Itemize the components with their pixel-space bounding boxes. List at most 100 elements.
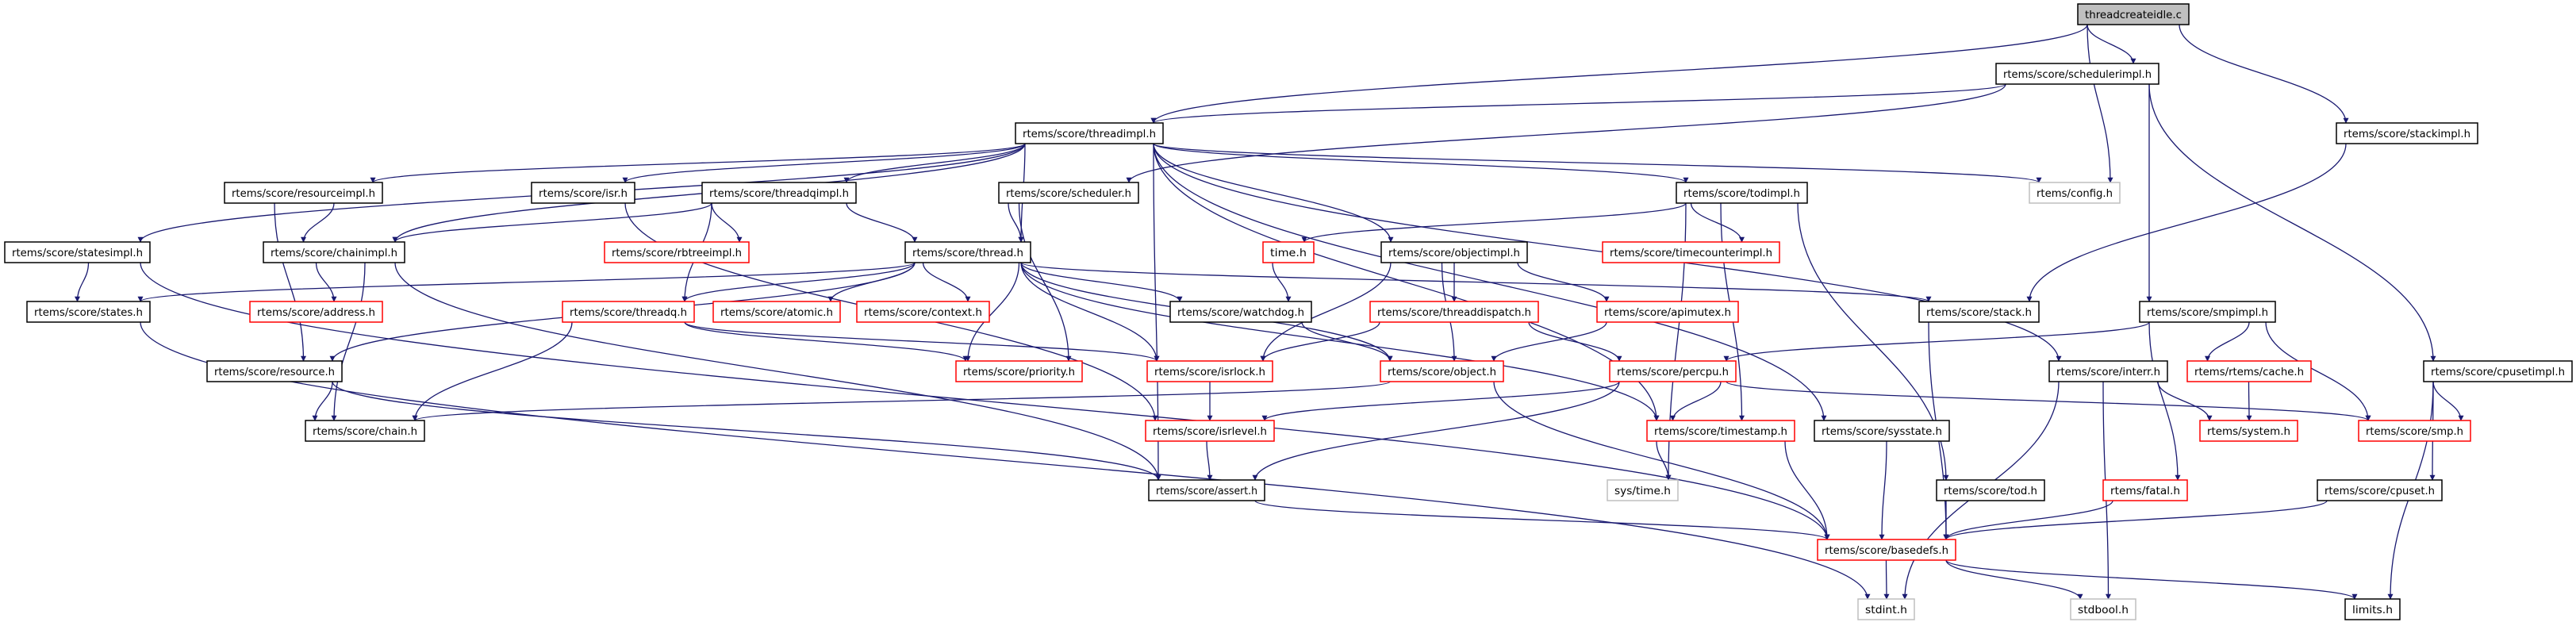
edge-threadqimpl-to-chainimpl: [392, 202, 712, 243]
node-box: [1262, 241, 1315, 263]
node-context[interactable]: rtems/score/context.h: [856, 301, 990, 323]
node-isrlevel[interactable]: rtems/score/isrlevel.h: [1145, 420, 1275, 442]
node-label: rtems/score/apimutex.h: [1604, 307, 1731, 319]
node-stdbool[interactable]: stdbool.h: [2070, 598, 2136, 620]
node-statesimpl[interactable]: rtems/score/statesimpl.h: [4, 241, 151, 263]
node-cpuset[interactable]: rtems/score/cpuset.h: [2317, 479, 2443, 501]
edge-basedefs-to-limits: [1945, 559, 2358, 600]
edge-root-to-config: [2087, 24, 2113, 183]
node-box: [712, 301, 841, 323]
edge-interr-to-system: [2157, 381, 2213, 421]
node-scheduler[interactable]: rtems/score/scheduler.h: [998, 182, 1139, 204]
node-thread[interactable]: rtems/score/thread.h: [904, 241, 1031, 263]
node-priority[interactable]: rtems/score/priority.h: [955, 360, 1083, 382]
node-label: rtems/score/statesimpl.h: [12, 248, 143, 259]
node-fatal[interactable]: rtems/fatal.h: [2102, 479, 2188, 501]
node-watchdog[interactable]: rtems/score/watchdog.h: [1169, 301, 1312, 323]
node-systime[interactable]: sys/time.h: [1607, 479, 1679, 501]
node-box: [1936, 479, 2045, 501]
node-label: rtems/score/resource.h: [214, 367, 335, 378]
edge-threaddispatch-to-percpu: [1528, 321, 1622, 362]
edge-thread-to-stack: [1020, 262, 1932, 302]
node-atomic[interactable]: rtems/score/atomic.h: [712, 301, 841, 323]
node-box: [2344, 598, 2401, 620]
node-resource[interactable]: rtems/score/resource.h: [206, 360, 343, 382]
node-smp[interactable]: rtems/score/smp.h: [2358, 420, 2471, 442]
node-assert[interactable]: rtems/score/assert.h: [1148, 479, 1265, 501]
node-label: rtems/score/watchdog.h: [1177, 307, 1304, 319]
node-tod[interactable]: rtems/score/tod.h: [1936, 479, 2045, 501]
node-cache[interactable]: rtems/rtems/cache.h: [2186, 360, 2312, 382]
node-threaddispatch[interactable]: rtems/score/threaddispatch.h: [1369, 301, 1539, 323]
edge-time-to-watchdog: [1272, 262, 1292, 302]
node-box: [26, 301, 151, 323]
node-smpimpl[interactable]: rtems/score/smpimpl.h: [2139, 301, 2276, 323]
node-threadimpl[interactable]: rtems/score/threadimpl.h: [1015, 122, 1164, 144]
node-object[interactable]: rtems/score/object.h: [1380, 360, 1504, 382]
node-chain[interactable]: rtems/score/chain.h: [305, 420, 425, 442]
edge-chainimpl-to-assert: [394, 262, 1161, 481]
node-threadq[interactable]: rtems/score/threadq.h: [562, 301, 695, 323]
edge-resourceimpl-to-chainimpl: [301, 202, 335, 243]
edge-thread-to-priority: [965, 262, 1020, 362]
edge-smpimpl-to-cache: [2205, 321, 2250, 362]
node-time[interactable]: time.h: [1262, 241, 1315, 263]
node-resourceimpl[interactable]: rtems/score/resourceimpl.h: [224, 182, 383, 204]
edge-timestamp-to-basedefs: [1784, 440, 1830, 540]
node-objectimpl[interactable]: rtems/score/objectimpl.h: [1380, 241, 1528, 263]
node-limits[interactable]: limits.h: [2344, 598, 2401, 620]
node-schedulerimpl[interactable]: rtems/score/schedulerimpl.h: [1995, 63, 2159, 85]
node-label: rtems/score/smp.h: [2366, 426, 2463, 438]
node-apimutex[interactable]: rtems/score/apimutex.h: [1596, 301, 1739, 323]
node-box: [856, 301, 990, 323]
node-timecounterimpl[interactable]: rtems/score/timecounterimpl.h: [1602, 241, 1780, 263]
node-label: rtems/score/smpimpl.h: [2147, 307, 2268, 319]
edge-thread-to-atomic: [827, 262, 916, 302]
node-percpu[interactable]: rtems/score/percpu.h: [1609, 360, 1737, 382]
node-isrlock[interactable]: rtems/score/isrlock.h: [1146, 360, 1273, 382]
node-sysstate[interactable]: rtems/score/sysstate.h: [1814, 420, 1950, 442]
edge-thread-to-threadq: [681, 262, 916, 302]
node-timestamp[interactable]: rtems/score/timestamp.h: [1646, 420, 1795, 442]
edge-threadimpl-to-isr: [622, 143, 1026, 183]
node-label: time.h: [1270, 248, 1307, 259]
edge-thread-to-context: [922, 262, 971, 302]
node-address[interactable]: rtems/score/address.h: [249, 301, 383, 323]
node-box: [1814, 420, 1950, 442]
node-box: [2199, 420, 2298, 442]
node-states[interactable]: rtems/score/states.h: [26, 301, 151, 323]
node-system[interactable]: rtems/system.h: [2199, 420, 2298, 442]
node-label: rtems/score/interr.h: [2056, 367, 2160, 378]
node-box: [1146, 360, 1273, 382]
node-stdint[interactable]: stdint.h: [1857, 598, 1915, 620]
edge-threaddispatch-to-isrlock: [1260, 321, 1380, 362]
node-isr[interactable]: rtems/score/isr.h: [531, 182, 635, 204]
node-chainimpl[interactable]: rtems/score/chainimpl.h: [263, 241, 405, 263]
node-config[interactable]: rtems/config.h: [2029, 182, 2121, 204]
node-box: [2358, 420, 2471, 442]
node-stack[interactable]: rtems/score/stack.h: [1918, 301, 2040, 323]
node-stackimpl[interactable]: rtems/score/stackimpl.h: [2336, 122, 2478, 144]
node-box: [2186, 360, 2312, 382]
edge-objectimpl-to-apimutex: [1517, 262, 1610, 302]
edge-smpimpl-to-fatal: [2148, 321, 2181, 481]
node-todimpl[interactable]: rtems/score/todimpl.h: [1676, 182, 1808, 204]
node-label: rtems/score/chainimpl.h: [271, 248, 397, 259]
node-label: rtems/score/assert.h: [1156, 486, 1257, 497]
node-box: [998, 182, 1139, 204]
node-rbtreeimpl[interactable]: rtems/score/rbtreeimpl.h: [604, 241, 750, 263]
node-threadqimpl[interactable]: rtems/score/threadqimpl.h: [701, 182, 857, 204]
node-box: [1918, 301, 2040, 323]
node-root[interactable]: threadcreateidle.c: [2077, 3, 2190, 25]
node-label: rtems/score/isrlevel.h: [1153, 426, 1267, 438]
node-basedefs[interactable]: rtems/score/basedefs.h: [1817, 539, 1956, 561]
node-box: [1995, 63, 2159, 85]
edge-threadq-to-isrlock: [684, 321, 1160, 362]
edge-thread-to-isrlock: [1020, 262, 1160, 362]
node-interr[interactable]: rtems/score/interr.h: [2048, 360, 2168, 382]
node-box: [1646, 420, 1795, 442]
node-box: [1602, 241, 1780, 263]
node-cpusetimpl[interactable]: rtems/score/cpusetimpl.h: [2423, 360, 2573, 382]
node-box: [1145, 420, 1275, 442]
node-box: [263, 241, 405, 263]
